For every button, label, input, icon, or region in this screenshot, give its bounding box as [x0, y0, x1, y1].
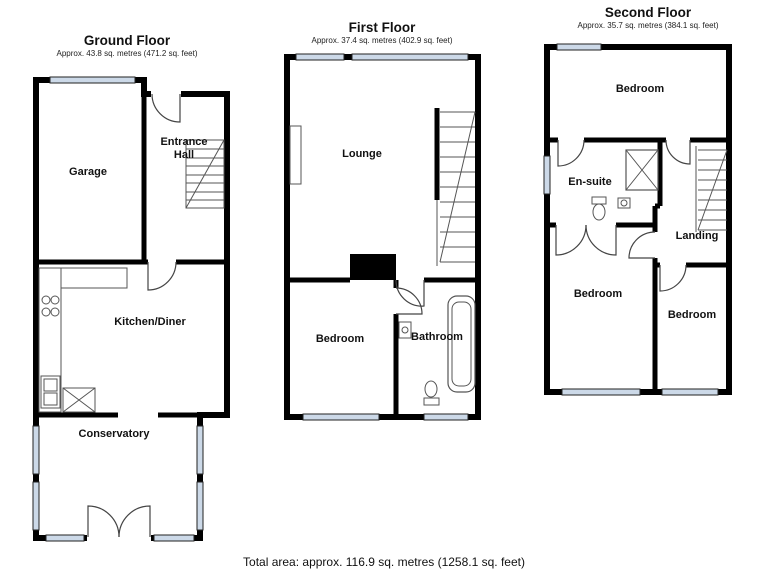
- window: [423, 413, 469, 421]
- bedroom-left-door-arc: [628, 231, 656, 259]
- room-label-bedroom-right: Bedroom: [667, 309, 717, 321]
- window: [661, 388, 719, 396]
- shower-icon: [625, 149, 659, 191]
- window: [32, 481, 40, 531]
- room-label-entrance-hall: Entrance Hall: [160, 136, 208, 161]
- bathroom-door-arc: [395, 287, 423, 315]
- ensuite-door-arc: [557, 139, 585, 167]
- kitchen-units: [38, 267, 128, 413]
- window: [295, 53, 345, 61]
- first-stairs: [436, 111, 476, 266]
- ground-floor-subtitle: Approx. 43.8 sq. metres (471.2 sq. feet): [56, 49, 198, 58]
- second-floor-subtitle: Approx. 35.7 sq. metres (384.1 sq. feet): [577, 21, 719, 30]
- kitchen-counter: [38, 267, 62, 413]
- second-floor-title: Second Floor: [604, 5, 692, 20]
- window: [196, 481, 204, 531]
- bedroom-right-door-arc: [659, 264, 687, 292]
- ensuite-fixtures: [591, 149, 659, 221]
- ground-doors: [87, 93, 181, 538]
- second-outer-walls: [544, 44, 732, 395]
- second-doors: [555, 139, 691, 292]
- toilet-icon: [591, 196, 607, 221]
- window: [556, 43, 602, 51]
- conservatory-door-arc: [87, 505, 120, 538]
- basin-icon: [398, 321, 412, 339]
- toilet-icon: [423, 380, 440, 406]
- room-label-en-suite: En-suite: [568, 176, 612, 188]
- second-windows: [543, 43, 719, 396]
- room-label-bedroom-top: Bedroom: [615, 83, 665, 95]
- window: [196, 425, 204, 475]
- room-label-landing: Landing: [675, 230, 719, 242]
- second-stairs: [695, 146, 728, 232]
- sink-icon: [40, 375, 61, 409]
- first-floor-title: First Floor: [348, 20, 416, 35]
- room-label-conservatory: Conservatory: [78, 428, 150, 440]
- front-door-arc: [151, 93, 181, 123]
- second-inner-walls: [547, 137, 729, 392]
- window: [153, 534, 195, 542]
- kitchen-door-arc: [147, 261, 177, 291]
- second-floor-plan: [543, 43, 732, 396]
- window: [302, 413, 380, 421]
- window: [561, 388, 641, 396]
- first-windows: [295, 53, 469, 421]
- bathtub-icon: [447, 295, 476, 393]
- room-label-lounge: Lounge: [342, 148, 382, 160]
- chimney-breast: [350, 254, 396, 280]
- bedroom-door-arc: [395, 279, 425, 307]
- window: [45, 534, 85, 542]
- room-label-bathroom: Bathroom: [411, 331, 463, 343]
- total-area-text: Total area: approx. 116.9 sq. metres (12…: [243, 555, 525, 569]
- bathroom-fixtures: [398, 295, 476, 406]
- garage-door: [49, 76, 136, 84]
- first-floor-plan: [284, 53, 481, 421]
- room-label-kitchen-diner: Kitchen/Diner: [114, 316, 186, 328]
- conservatory-door-arc: [118, 505, 151, 538]
- radiator: [289, 125, 302, 185]
- ground-windows: [32, 76, 204, 542]
- basin-icon: [617, 197, 631, 209]
- ground-inner-walls: [36, 82, 227, 418]
- window: [351, 53, 469, 61]
- kitchen-counter: [60, 267, 128, 289]
- ground-stairs: [185, 139, 225, 209]
- first-floor-subtitle: Approx. 37.4 sq. metres (402.9 sq. feet): [311, 36, 453, 45]
- wardrobe-door-arc: [585, 224, 617, 256]
- ground-floor-title: Ground Floor: [83, 33, 171, 48]
- room-label-bedroom-left: Bedroom: [573, 288, 623, 300]
- window: [32, 425, 40, 475]
- ground-floor-plan: [32, 76, 230, 542]
- room-label-bedroom-first: Bedroom: [315, 333, 365, 345]
- hob-icon: [41, 295, 60, 317]
- appliance-icon: [62, 387, 96, 413]
- wardrobe-door-arc: [555, 224, 587, 256]
- window: [543, 155, 551, 195]
- bedroom-top-door-arc: [665, 139, 691, 165]
- first-doors: [395, 279, 425, 315]
- room-label-garage: Garage: [69, 166, 107, 178]
- ground-door-openings: [87, 90, 181, 542]
